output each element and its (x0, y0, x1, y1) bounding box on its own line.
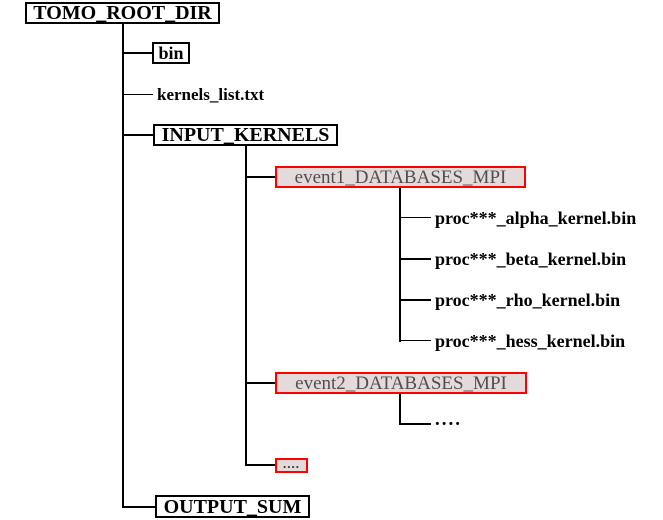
tree-node-event2-ellipsis: .... (435, 409, 462, 430)
connector-event2-trunk (399, 394, 401, 425)
connector-bin (122, 52, 152, 54)
connector-file-beta (399, 258, 431, 260)
tree-node-output-sum: OUTPUT_SUM (155, 495, 310, 518)
tree-node-proc-alpha-kernel: proc***_alpha_kernel.bin (435, 208, 637, 228)
connector-output-sum (122, 506, 155, 508)
tree-node-kernels-list-txt: kernels_list.txt (157, 85, 265, 104)
connector-file-rho (399, 299, 431, 301)
tree-node-bin: bin (152, 42, 190, 64)
connector-root-trunk (122, 23, 124, 508)
connector-event1-trunk (399, 188, 401, 342)
connector-event2-more (399, 423, 431, 425)
tree-node-proc-beta-kernel: proc***_beta_kernel.bin (435, 249, 627, 269)
tree-node-proc-rho-kernel: proc***_rho_kernel.bin (435, 290, 621, 310)
tree-node-more-events-ellipsis: .... (275, 457, 308, 473)
connector-input-kernels (122, 134, 153, 136)
tree-node-proc-hess-kernel: proc***_hess_kernel.bin (435, 331, 626, 351)
tree-node-tomo-root-dir: TOMO_ROOT_DIR (25, 2, 220, 24)
connector-input-kernels-trunk (245, 146, 247, 466)
connector-file-alpha (399, 217, 431, 218)
connector-kernels-list (122, 94, 153, 95)
connector-file-hess (399, 340, 431, 341)
tree-node-event2-databases-mpi: event2_DATABASES_MPI (275, 372, 527, 394)
connector-event1 (245, 176, 275, 178)
tree-node-event1-databases-mpi: event1_DATABASES_MPI (275, 166, 526, 188)
tree-node-input-kernels: INPUT_KERNELS (153, 124, 338, 146)
connector-more-events (245, 464, 275, 466)
connector-event2 (245, 382, 275, 384)
